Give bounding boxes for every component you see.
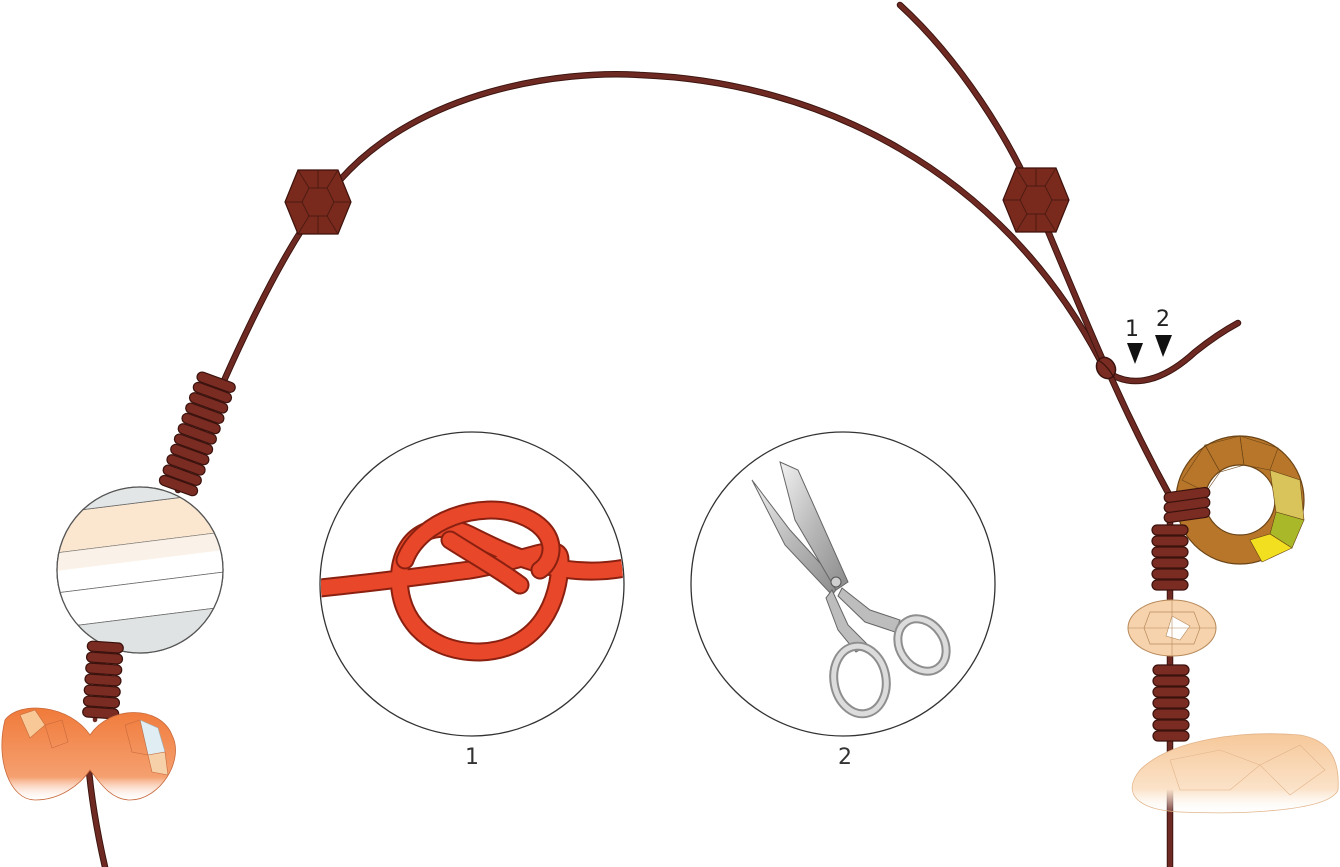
step-2-number: 2 [838, 745, 852, 770]
peach-rondelle-bead [1128, 600, 1216, 656]
cut-point-marker-1: 1 [1125, 317, 1143, 364]
faceted-bead-right [1003, 168, 1069, 232]
cord-wrap-upper-left [158, 371, 237, 497]
marker-1-arrow-icon [1127, 343, 1143, 364]
peach-pendant-stone [1132, 734, 1338, 813]
step-1-detail: 1 [320, 432, 625, 770]
striped-disc-bead [40, 445, 240, 685]
cord-wrap-lower-left [82, 641, 123, 719]
step-1-number: 1 [465, 745, 479, 770]
step-2-detail: 2 [691, 432, 995, 770]
faceted-bead-left [285, 170, 351, 234]
cord-wrap-lower-right [1153, 665, 1189, 741]
marker-2-arrow-icon [1155, 335, 1172, 357]
cord-wrap-upper-right [1152, 525, 1188, 590]
necklace-cord [88, 5, 1238, 867]
marker-1-label: 1 [1125, 317, 1139, 342]
marker-2-label: 2 [1156, 307, 1170, 332]
cut-point-marker-2: 2 [1155, 307, 1172, 357]
cord-wrap-ring-loop [1164, 487, 1211, 523]
